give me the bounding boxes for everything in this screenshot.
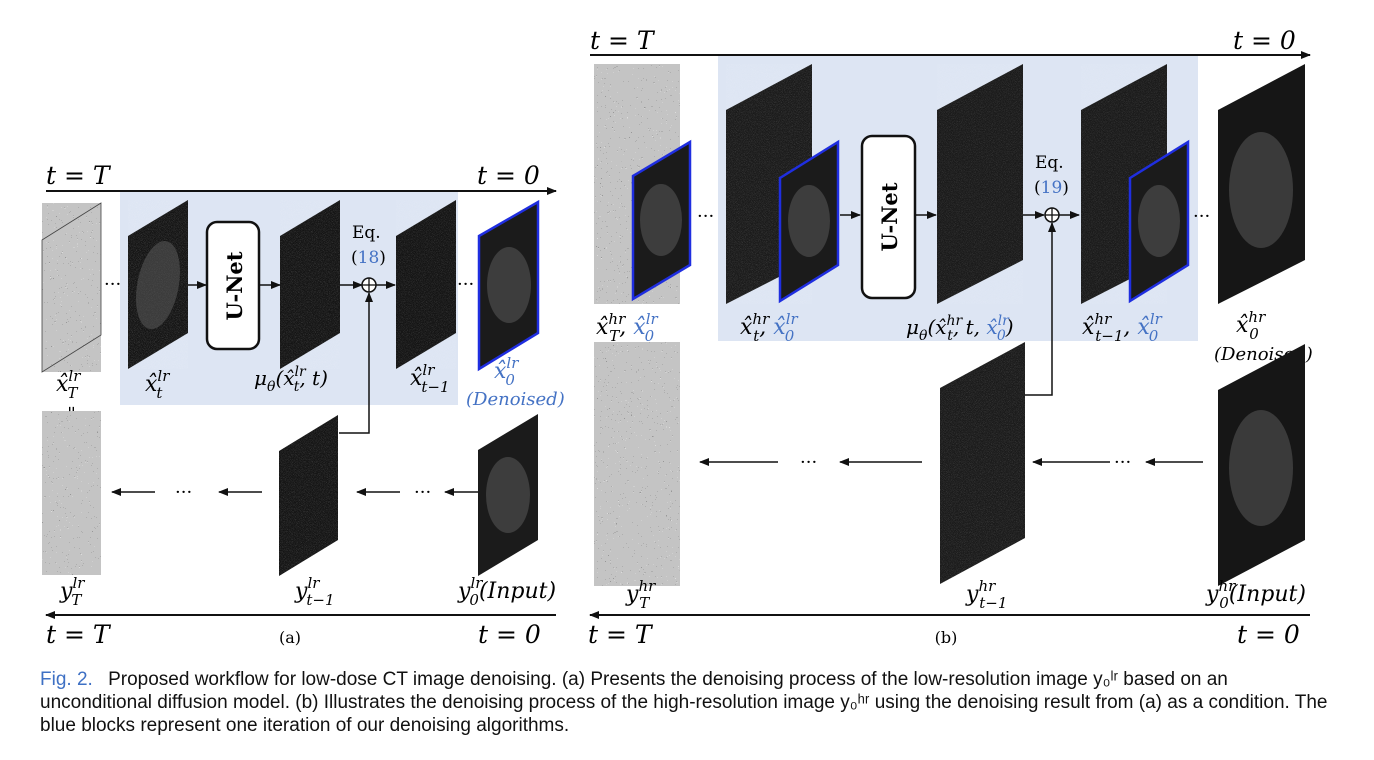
time-label-T-bottom-a: t = T [46,620,112,649]
ct-slice-x0-b [1218,64,1305,304]
ct-slice-yt1-a [279,415,338,576]
noise-image-yT-a [42,411,101,575]
time-label-0-bottom-a: t = 0 [478,620,541,649]
time-label-0-top-a: t = 0 [477,161,540,190]
ct-slice-mu-b [937,64,1023,304]
ellipsis-a3: ··· [175,482,192,503]
equal-sign-a: = [61,405,82,420]
ct-slice-xt1-a [396,200,456,369]
time-label-T-top-b: t = T [590,26,656,55]
caption-text: Proposed workflow for low-dose CT image … [40,669,1328,736]
ellipsis-a4: ··· [414,482,431,503]
ct-slice-y0-a [478,414,538,576]
time-label-T-bottom-b: t = T [588,620,654,649]
caption-label: Fig. 2. [40,669,93,690]
time-label-T-top-a: t = T [46,161,112,190]
unet-block-b [860,134,917,300]
ellipsis-b4: ··· [1114,452,1131,473]
noise-image-xT-a [42,203,101,372]
sublabel-a: (a) [279,628,301,647]
time-label-0-top-b: t = 0 [1233,26,1296,55]
ct-slice-x0-a [477,199,540,372]
eq-word-a: Eq. [352,223,381,243]
time-label-0-bottom-b: t = 0 [1237,620,1300,649]
ct-slice-x0lr-cond-1 [631,139,692,302]
ellipsis-a1: ··· [104,274,121,295]
ct-slice-yt1-b [940,342,1025,584]
unet-label-b: U-Net [877,182,902,251]
sublabel-b: (b) [935,628,958,647]
eq-word-b: Eq. [1035,153,1064,173]
condition-line-a [339,292,373,434]
ct-slice-mu-a [280,200,340,369]
ct-slice-xt-a [128,200,188,369]
figure-caption: Fig. 2. Proposed workflow for low-dose C… [40,668,1340,737]
ct-slice-y0-b [1218,344,1305,586]
ellipsis-b1: ··· [697,206,714,227]
ct-slice-x0lr-cond-3 [1128,139,1190,304]
eq-ref-b: (19) [1034,178,1069,198]
equal-sign-b: = [599,356,620,371]
ellipsis-b3: ··· [800,452,817,473]
workflow-diagram: t = T t = 0 t = T t = 0 (a) ··· U-Net [41,26,1313,649]
eq-ref-a: (18) [351,248,386,268]
noise-image-yT-b [594,342,680,586]
denoised-label-a: (Denoised) [466,389,565,410]
ellipsis-a2: ··· [457,274,474,295]
condition-line-b [1025,222,1056,396]
ct-slice-x0lr-cond-2 [778,139,840,304]
panel-a: t = T t = 0 t = T t = 0 (a) ··· U-Net [41,161,565,649]
unet-label-a: U-Net [222,251,247,320]
panel-b: t = T t = 0 t = T t = 0 (b) ··· U-Net [588,26,1313,649]
ellipsis-b2: ··· [1193,206,1210,227]
